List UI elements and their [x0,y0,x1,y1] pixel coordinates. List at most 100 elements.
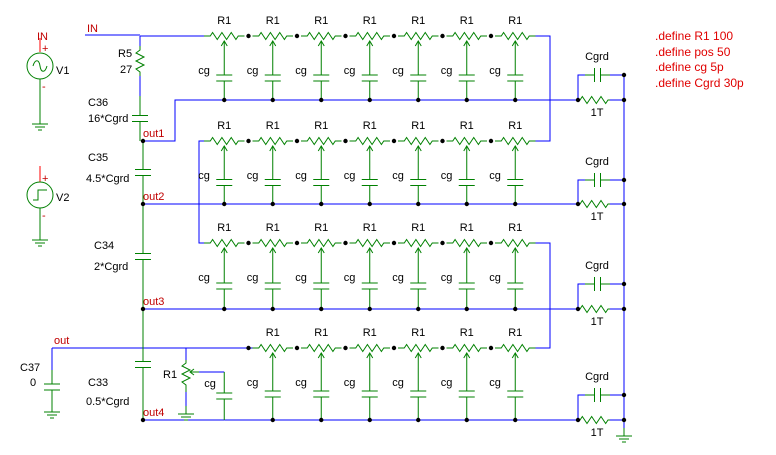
v2-plus: + [42,173,48,185]
ladder-resistor [349,31,390,41]
junction-dot [391,240,397,246]
ground-symbol [44,404,60,419]
grading-capacitor [585,173,610,187]
wiper-arrow [414,40,422,47]
grading-wire [577,394,585,420]
grading-res-label: 1T [591,211,604,223]
wiper-arrow [511,352,519,359]
ladder-capacitor [410,161,427,204]
junction-dot [440,345,445,351]
capacitor-label: cg [441,65,453,77]
wires [39,34,625,432]
junction-dot [621,306,627,312]
junction-dot [621,177,627,183]
net-label-out3: out3 [143,296,164,308]
resistor-label: R1 [266,15,280,27]
capacitor-label: cg [392,170,404,182]
v2-minus: - [42,210,46,222]
junction-dot [140,138,146,144]
resistor-label: R1 [314,222,328,234]
capacitor-label: cg [295,65,307,77]
resistor-label: R1 [217,15,231,27]
net-label-out: out [54,335,69,347]
wiper-arrow [317,247,325,254]
capacitor-label: cg [204,378,216,390]
grading-capacitor [585,277,610,291]
wiper-arrow [463,145,471,152]
resistor-label: R1 [460,15,474,27]
ladder-capacitor [361,368,378,420]
ladder-capacitor [216,372,233,420]
wiper-arrow [511,247,519,254]
capacitor-label: cg [489,170,501,182]
junction-dot [575,97,581,103]
ladder-capacitor [313,56,330,100]
wiper-arrow [366,145,374,152]
ladder-resistor [495,31,536,41]
capacitor-label: cg [344,65,356,77]
resistor-label: R1 [411,222,425,234]
ladder-resistor [301,343,342,353]
ladder-resistor [446,238,487,248]
ladder-resistor [495,136,536,146]
junction-dot [270,306,275,312]
grading-res-label: 1T [591,427,604,439]
resistor-label: R1 [266,120,280,132]
junction-dot [513,97,518,103]
junction-dot [416,97,421,103]
resistor-label: R1 [508,120,522,132]
wiper-arrow [366,352,374,359]
resistor-label: R1 [363,222,377,234]
ladder-resistor [398,343,439,353]
ladder-capacitor [410,56,427,100]
junction-dot [367,306,372,312]
junction-dot [488,138,494,144]
ladder-resistor [252,31,293,41]
ladder-resistor [349,238,390,248]
capacitor-label: cg [441,170,453,182]
junction-dot [621,392,627,398]
junction-dot [464,306,469,312]
wiper-arrow [269,40,277,47]
junction-dot [575,417,581,423]
wiper-arrow [414,352,422,359]
resistor-label: R1 [508,222,522,234]
wiper-arrow [511,145,519,152]
components [26,31,632,443]
ladder-capacitor [216,161,233,204]
junction-dot [140,417,146,423]
junction-dot [464,417,469,423]
ladder-resistor [252,136,293,146]
wiper-arrow [463,40,471,47]
wiper-arrow [220,40,228,47]
ladder-capacitor [313,368,330,420]
junction-dot [416,201,421,207]
resistor-label: R1 [508,15,522,27]
resistor-label: R1 [266,327,280,339]
junction-dot [246,345,251,351]
grading-wire [577,74,585,100]
ladder-capacitor [361,161,378,204]
ladder-capacitor [507,368,524,420]
c34-name: C34 [94,240,114,252]
grading-resistor [578,415,610,425]
ladder-capacitor [216,56,233,100]
junction-dot [319,306,324,312]
ladder-capacitor [361,56,378,100]
junction-dot [464,201,469,207]
c33-value: 0.5*Cgrd [86,396,129,408]
ladder-resistor [301,238,342,248]
capacitor-label: cg [489,272,501,284]
junction-dot [222,306,227,312]
capacitor-label: cg [489,377,501,389]
junction-dot [416,306,421,312]
capacitor-label: cg [247,377,259,389]
wiper-arrow [511,40,519,47]
junction-dot [440,33,445,39]
junction-dot [488,345,494,351]
capacitor-label: cg [198,170,210,182]
ladder-resistor [446,343,487,353]
ladder-resistor [446,136,487,146]
capacitor-label: cg [247,65,259,77]
v1-minus: - [42,81,46,93]
